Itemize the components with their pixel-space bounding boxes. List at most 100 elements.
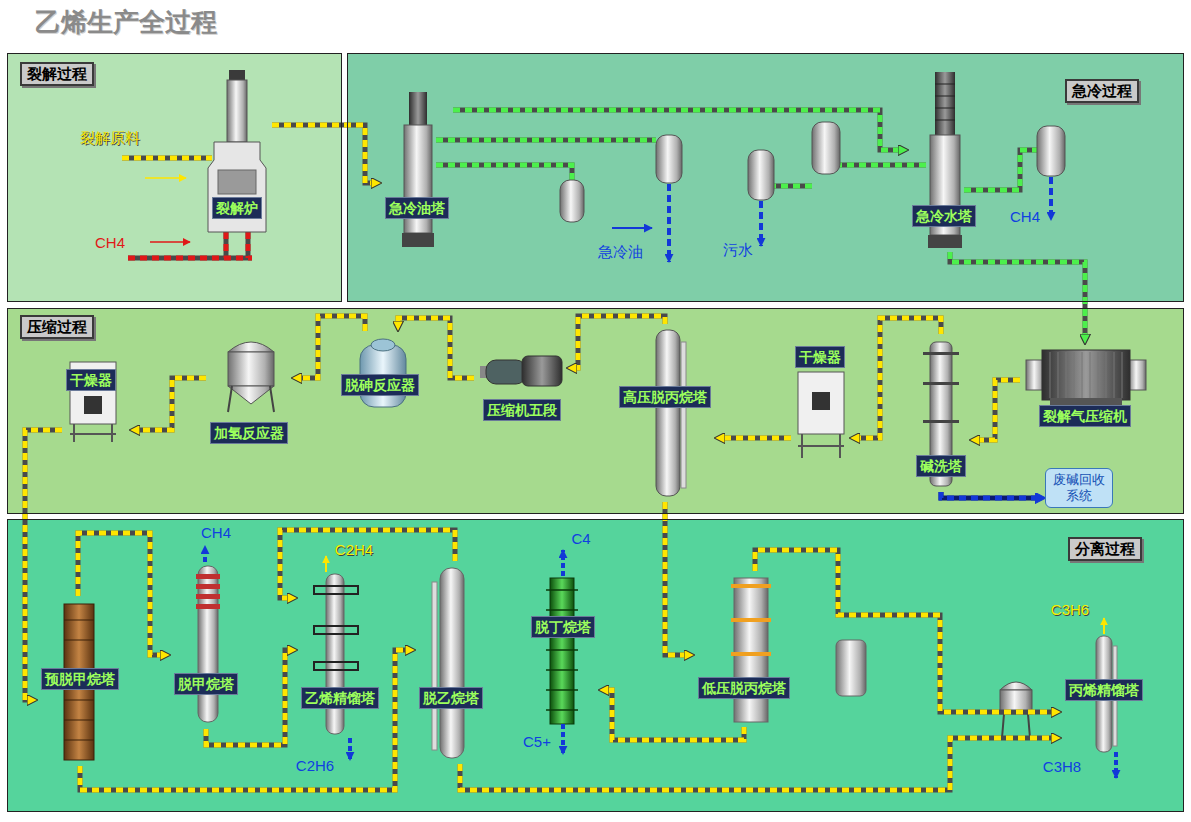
process-pipe bbox=[860, 318, 941, 438]
product-arrow bbox=[561, 724, 565, 754]
product-arrow bbox=[203, 546, 207, 562]
stream-label: C3H8 bbox=[1043, 759, 1081, 775]
equipment-label: 干燥器 bbox=[66, 369, 116, 391]
dryer bbox=[84, 396, 102, 414]
equipment-label: 急冷油塔 bbox=[385, 197, 449, 219]
system-name: 废碱回收系统 bbox=[1051, 472, 1107, 504]
feed-pipe bbox=[122, 158, 212, 178]
process-pipe bbox=[206, 650, 287, 745]
equipment: 脱丁烷塔 bbox=[527, 571, 599, 729]
process-pipe bbox=[725, 436, 791, 441]
cracking-furnace bbox=[218, 170, 256, 194]
ethylene-fractionator bbox=[314, 626, 358, 634]
process-band: 分离过程预脱甲烷塔脱甲烷塔乙烯精馏塔脱乙烷塔脱丁烷塔低压脱丙烷塔丙烯精馏塔 bbox=[7, 519, 1184, 812]
feed-pipe bbox=[122, 156, 212, 161]
product-arrow bbox=[561, 550, 565, 576]
equipment-label: 乙烯精馏塔 bbox=[301, 687, 379, 709]
cracking-furnace bbox=[227, 80, 247, 142]
equipment-label: 裂解炉 bbox=[212, 197, 262, 219]
equipment: 干燥器 bbox=[791, 342, 850, 464]
dryer bbox=[798, 434, 844, 458]
demethanizer bbox=[196, 584, 220, 589]
process-pipe bbox=[453, 110, 898, 150]
product-arrow bbox=[1114, 752, 1118, 778]
stream-label: C2H4 bbox=[335, 542, 373, 558]
section-heading: 急冷过程 bbox=[1065, 79, 1139, 103]
equipment: 裂解气压缩机 bbox=[1020, 344, 1152, 431]
quench-oil-tower bbox=[402, 233, 434, 247]
dryer bbox=[812, 392, 830, 410]
process-pipe bbox=[725, 438, 791, 439]
process-pipe bbox=[980, 380, 1020, 440]
process-pipe bbox=[140, 378, 206, 430]
process-pipe bbox=[665, 502, 684, 655]
process-pipe bbox=[453, 110, 898, 150]
equipment-label: 裂解气压缩机 bbox=[1039, 405, 1131, 427]
equipment: 预脱甲烷塔 bbox=[37, 596, 123, 766]
label-holder: C3H8 bbox=[1043, 759, 1081, 775]
deethanizer bbox=[432, 568, 464, 758]
dearsenic-reactor bbox=[371, 339, 395, 351]
process-pipe bbox=[577, 316, 665, 368]
stream-label: CH4 bbox=[95, 235, 125, 251]
process-pipe bbox=[950, 252, 1085, 334]
equipment: 高压脱丙烷塔 bbox=[615, 324, 715, 502]
process-pipe bbox=[78, 533, 160, 655]
process-pipe bbox=[453, 110, 898, 150]
process-pipe bbox=[980, 380, 1020, 440]
cracking-furnace bbox=[208, 142, 266, 232]
process-band: 压缩过程裂解气压缩机碱洗塔废碱回收系统干燥器高压脱丙烷塔压缩机五段脱砷反应器加氢… bbox=[7, 308, 1184, 514]
process-pipe bbox=[280, 530, 455, 598]
drum bbox=[748, 150, 774, 200]
equipment: 干燥器 bbox=[62, 348, 130, 448]
process-pipe bbox=[78, 533, 160, 655]
process-pipe bbox=[80, 650, 405, 790]
ethylene-fractionator bbox=[314, 574, 358, 734]
hp-depropanizer bbox=[656, 330, 686, 496]
fifth-stage-compressor bbox=[480, 356, 562, 386]
band-fill bbox=[7, 308, 1184, 514]
process-pipe bbox=[398, 318, 474, 378]
quench-water-tower bbox=[935, 72, 955, 136]
equipment-label: 急冷水塔 bbox=[912, 205, 976, 227]
process-pipe bbox=[272, 125, 371, 183]
debutanizer bbox=[546, 590, 578, 710]
fuel-pipe bbox=[128, 232, 252, 258]
label-holder: C5+ bbox=[523, 734, 551, 750]
gas-compressor bbox=[1128, 360, 1146, 390]
hydrogenation-reactor bbox=[228, 386, 274, 412]
process-pipe bbox=[280, 530, 455, 598]
section-heading: 分离过程 bbox=[1068, 537, 1142, 561]
equipment: 丙烯精馏塔 bbox=[1061, 628, 1147, 756]
process-pipe bbox=[140, 378, 206, 430]
label-holder: C2H6 bbox=[296, 758, 334, 774]
ethylene-fractionator bbox=[326, 574, 344, 734]
hydrogenation-reactor bbox=[228, 386, 274, 404]
label-holder: 急冷油 bbox=[598, 244, 643, 260]
equipment: 乙烯精馏塔 bbox=[297, 568, 383, 741]
outlet-arrow bbox=[667, 184, 671, 262]
dearsenic-reactor bbox=[360, 339, 406, 407]
band-fill bbox=[7, 53, 1184, 812]
process-pipe bbox=[755, 550, 1051, 712]
equipment-label: 丙烯精馏塔 bbox=[1065, 679, 1143, 701]
process-pipe bbox=[950, 252, 1085, 334]
product-arrow bbox=[1103, 618, 1105, 634]
process-band: 裂解过程裂解炉 bbox=[7, 53, 342, 302]
fuel-pipe bbox=[128, 232, 252, 258]
process-pipe bbox=[78, 533, 160, 655]
drum bbox=[560, 122, 1065, 222]
caustic-tower bbox=[923, 420, 959, 423]
process-pipe bbox=[80, 650, 405, 790]
process-pipe bbox=[25, 430, 62, 700]
process-pipe bbox=[725, 436, 791, 441]
deethanizer bbox=[440, 568, 464, 758]
equipment-label: 干燥器 bbox=[795, 346, 845, 368]
band-fill bbox=[347, 53, 1184, 302]
reflux-tank bbox=[836, 640, 866, 696]
quench-oil-tower bbox=[402, 92, 434, 247]
product-arrow bbox=[325, 556, 327, 572]
process-pipe bbox=[941, 492, 1035, 498]
demethanizer bbox=[196, 594, 220, 599]
hydrogenation-reactor bbox=[228, 352, 274, 386]
